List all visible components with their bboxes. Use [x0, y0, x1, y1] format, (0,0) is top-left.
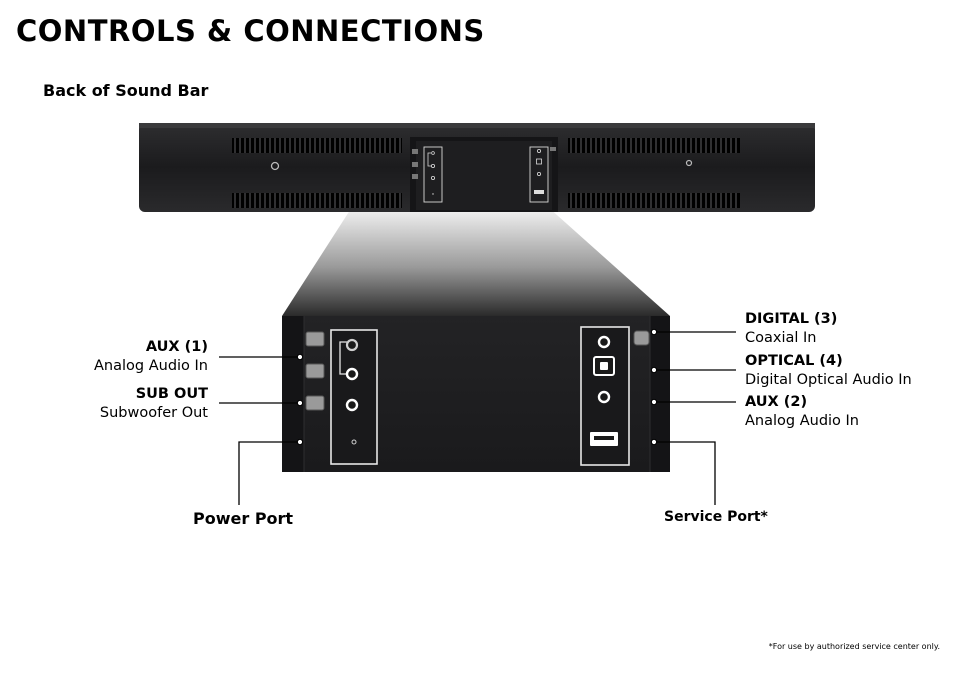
vent-right-bottom: [568, 193, 740, 208]
mount-screw-right: [685, 159, 693, 167]
soundbar-back-view: [139, 123, 815, 212]
aux1-desc: Analog Audio In: [94, 358, 208, 374]
callout-dots: [296, 328, 658, 446]
aux2-callout: AUX (2) Analog Audio In: [745, 393, 859, 431]
optical-title: OPTICAL (4): [745, 353, 843, 369]
aux2-title: AUX (2): [745, 394, 808, 410]
mount-screw-left: [270, 161, 280, 171]
subout-rca: [345, 398, 359, 412]
power-port-label: Power Port: [193, 509, 294, 528]
left-port-bay: [330, 329, 378, 465]
vent-left-top: [232, 138, 402, 153]
digital-desc: Coaxial In: [745, 330, 817, 346]
digital-coax-jack: [597, 335, 611, 349]
aux1-side-jack-b: [305, 363, 325, 379]
subout-callout: SUB OUT Subwoofer Out: [100, 385, 208, 423]
digital-side-tab: [633, 330, 650, 346]
aux1-callout: AUX (1) Analog Audio In: [94, 338, 208, 376]
service-port-label: Service Port*: [664, 509, 768, 525]
vent-right-top: [568, 138, 740, 153]
digital-title: DIGITAL (3): [745, 311, 838, 327]
digital-callout: DIGITAL (3) Coaxial In: [745, 310, 837, 348]
aux1-rca-right: [345, 367, 359, 381]
subout-desc: Subwoofer Out: [99, 405, 208, 421]
subout-side-jack: [305, 395, 325, 411]
aux1-title: AUX (1): [145, 339, 208, 355]
aux2-desc: Analog Audio In: [745, 413, 859, 429]
zoom-beam: [282, 207, 670, 316]
optical-callout: OPTICAL (4) Digital Optical Audio In: [745, 352, 912, 390]
section-subtitle: Back of Sound Bar: [43, 81, 209, 100]
aux2-jack: [597, 390, 611, 404]
footnote: *For use by authorized service center on…: [768, 642, 940, 651]
power-port-jack: [351, 439, 357, 445]
page-title: CONTROLS & CONNECTIONS: [16, 14, 485, 48]
callout-leaders: [219, 331, 736, 505]
aux1-side-jack-a: [305, 331, 325, 347]
optical-desc: Digital Optical Audio In: [745, 372, 912, 388]
subout-title: SUB OUT: [135, 386, 208, 402]
closeup-panel: [282, 316, 670, 472]
vent-left-bottom: [232, 193, 402, 208]
aux1-rca-left: [345, 338, 359, 352]
